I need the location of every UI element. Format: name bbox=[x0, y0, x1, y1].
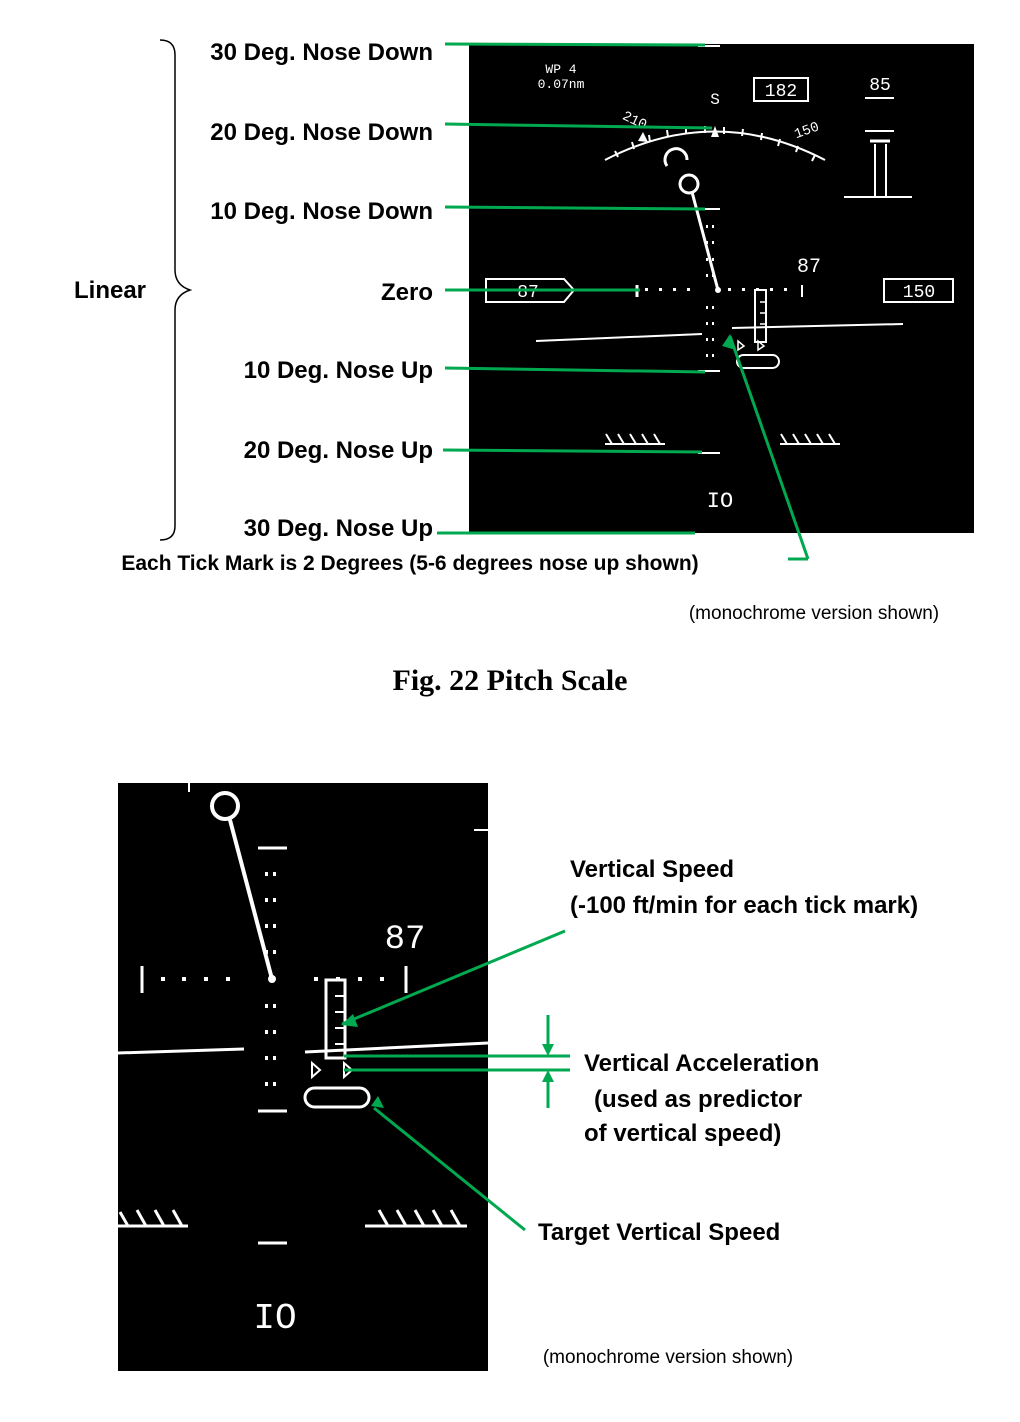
bottom-ground-hatch-right bbox=[365, 1209, 467, 1228]
waypoint-distance: 0.07nm bbox=[538, 77, 585, 92]
note-top: (monochrome version shown) bbox=[689, 603, 939, 624]
label-of-vertical-speed: of vertical speed) bbox=[584, 1120, 781, 1147]
heading-box-value: 182 bbox=[765, 82, 797, 102]
speed-tape-value: 87 bbox=[517, 283, 539, 303]
pitch-label-20-down: 20 Deg. Nose Down bbox=[210, 119, 433, 146]
tick-note: Each Tick Mark is 2 Degrees (5-6 degrees… bbox=[121, 552, 698, 575]
horizon-right bbox=[731, 323, 904, 329]
pitch-labels: 30 Deg. Nose Down 20 Deg. Nose Down 10 D… bbox=[210, 39, 433, 542]
pitch-label-zero: Zero bbox=[381, 279, 433, 306]
flight-path-circle bbox=[678, 173, 700, 195]
detail-labels: Vertical Speed (-100 ft/min for each tic… bbox=[538, 856, 918, 1246]
pitch-label-10-up: 10 Deg. Nose Up bbox=[244, 357, 433, 384]
heading-caret bbox=[711, 126, 719, 137]
heading-bug-icon bbox=[638, 132, 648, 142]
pitch-label-20-up: 20 Deg. Nose Up bbox=[244, 437, 433, 464]
tick-note-arrowhead bbox=[722, 334, 736, 350]
speed-readout: 87 bbox=[797, 256, 821, 279]
ground-hatch-right bbox=[780, 433, 840, 445]
tvs-arrowhead bbox=[371, 1096, 384, 1108]
figure-caption: Fig. 22 Pitch Scale bbox=[393, 664, 628, 697]
bottom-throttle-marker: IO bbox=[253, 1298, 296, 1339]
vertical-speed-tape bbox=[754, 289, 767, 343]
heading-box bbox=[753, 77, 809, 102]
label-vertical-acceleration: Vertical Acceleration bbox=[584, 1050, 819, 1077]
linear-bracket bbox=[159, 39, 193, 541]
vs-arrowhead bbox=[341, 1014, 358, 1027]
horizon-left bbox=[535, 333, 703, 342]
label-predictor: (used as predictor bbox=[594, 1086, 802, 1113]
bottom-hud-panel: 87 IO bbox=[117, 783, 489, 1371]
bottom-pitch-ladder bbox=[140, 846, 408, 1245]
waypoint-label: WP 4 bbox=[545, 62, 576, 77]
pitch-label-30-up: 30 Deg. Nose Up bbox=[244, 515, 433, 542]
altitude-tape-value: 150 bbox=[903, 283, 935, 303]
bottom-horizon-right bbox=[304, 1041, 489, 1054]
note-bottom: (monochrome version shown) bbox=[543, 1347, 793, 1368]
target-vertical-speed bbox=[736, 354, 780, 369]
heading-scale-s: S bbox=[710, 91, 720, 109]
linear-label: Linear bbox=[74, 277, 146, 304]
pitch-label-10-down: 10 Deg. Nose Down bbox=[210, 198, 433, 225]
bottom-target-vertical-speed bbox=[303, 1086, 371, 1109]
bottom-hud-background bbox=[118, 783, 488, 1371]
bottom-vertical-accel-caret-1 bbox=[311, 1060, 322, 1080]
throttle-marker: IO bbox=[707, 489, 733, 514]
ground-hatch-left bbox=[605, 433, 665, 445]
altitude-readout: 85 bbox=[869, 76, 891, 96]
label-vertical-speed-detail: (-100 ft/min for each tick mark) bbox=[570, 892, 918, 919]
bottom-flight-path-circle bbox=[210, 791, 240, 821]
bottom-horizon-left bbox=[117, 1047, 245, 1055]
vertical-accel-caret-1 bbox=[737, 339, 746, 352]
altitude-tape-box bbox=[883, 278, 954, 303]
label-vertical-speed: Vertical Speed bbox=[570, 856, 734, 883]
guidance-cue-arc bbox=[663, 147, 689, 167]
bottom-flight-path-line bbox=[228, 819, 274, 980]
pitch-label-30-down: 30 Deg. Nose Down bbox=[210, 39, 433, 66]
speed-tape-box bbox=[485, 278, 576, 303]
bottom-speed-readout: 87 bbox=[385, 921, 426, 959]
pitch-pointer-lines bbox=[437, 42, 810, 561]
pitch-ladder-dots bbox=[645, 225, 787, 357]
detail-pointer-lines bbox=[341, 929, 570, 1232]
vertical-accel-caret-2 bbox=[757, 339, 766, 352]
bottom-ground-hatch-left bbox=[118, 1209, 188, 1228]
bottom-vertical-speed-tape bbox=[324, 978, 347, 1060]
bottom-pitch-dots bbox=[161, 872, 384, 1086]
va-arrowhead-bottom bbox=[542, 1070, 554, 1082]
va-arrowhead-top bbox=[542, 1044, 554, 1056]
label-target-vertical-speed: Target Vertical Speed bbox=[538, 1219, 780, 1246]
